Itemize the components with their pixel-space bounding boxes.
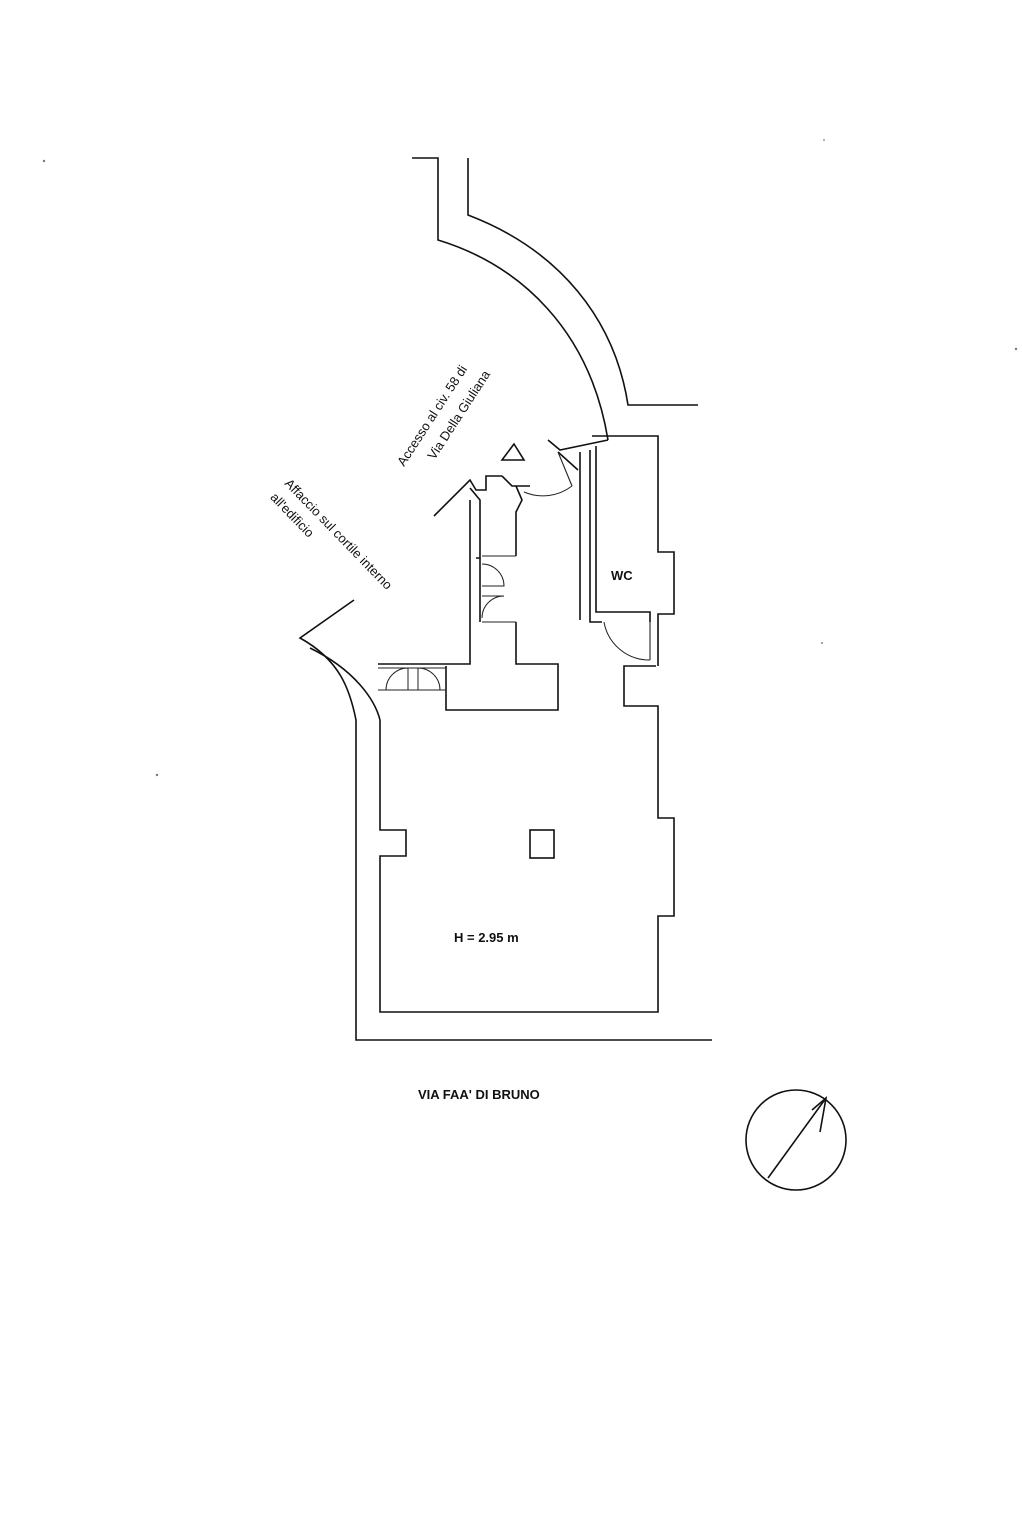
- wc-door-swing: [603, 621, 651, 661]
- wc-room: [579, 435, 675, 666]
- structural-column: [529, 829, 555, 859]
- street-name-label: VIA FAA' DI BRUNO: [418, 1087, 540, 1102]
- courtyard-double-door: [378, 667, 446, 691]
- scan-specks: [42, 139, 1018, 777]
- entrance-vestibule: [433, 451, 573, 559]
- wc-label: WC: [611, 568, 633, 583]
- courtyard-curved-wall: [298, 599, 712, 1041]
- lobby-door-upper: [481, 563, 505, 587]
- lobby-left-wall: [378, 500, 559, 711]
- entrance-door-swing: [523, 485, 573, 497]
- courtyard-label: Affaccio sul cortile interno all'edifici…: [267, 476, 396, 593]
- entrance-arrow-icon: [500, 442, 526, 461]
- room-height-label: H = 2.95 m: [454, 930, 519, 945]
- lobby-door-lower: [481, 595, 505, 619]
- north-arrow-icon: [745, 1089, 847, 1191]
- courtyard-label-line1: Affaccio sul cortile interno: [282, 476, 396, 593]
- main-room: [379, 665, 675, 1013]
- curved-access-corridor: [412, 157, 698, 471]
- access-label: Accesso al civ. 58 di Via Della Giuliana: [394, 362, 494, 468]
